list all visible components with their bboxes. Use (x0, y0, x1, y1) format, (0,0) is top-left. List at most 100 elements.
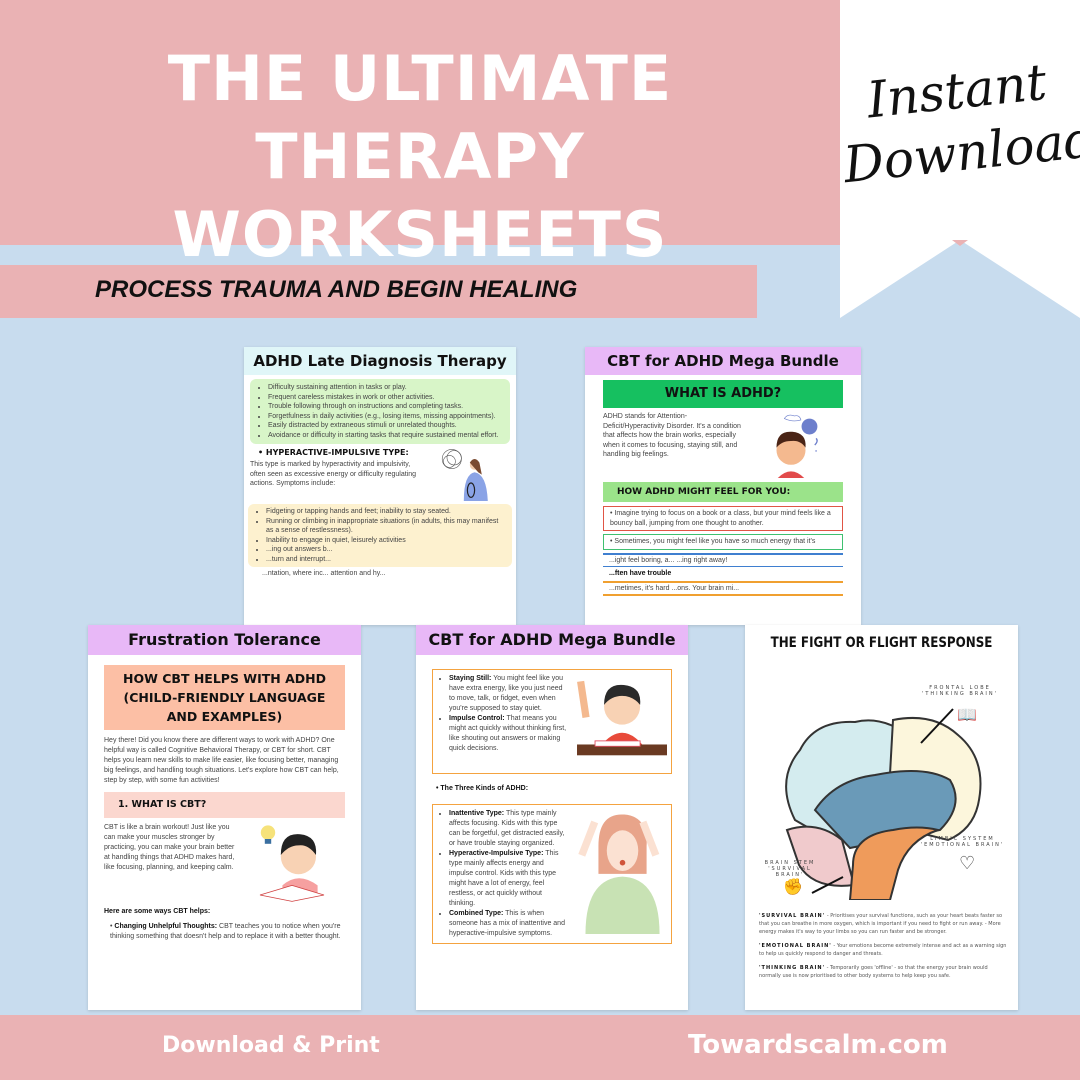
truncated-text: ...ntation, where inc... attention and h… (262, 570, 386, 577)
brain-stem-label: BRAIN STEM'SURVIVAL BRAIN' (755, 860, 825, 878)
label: BRAIN STEM (764, 860, 816, 866)
card-title: THE FIGHT OR FLIGHT RESPONSE (770, 635, 993, 651)
boy-raising-hand-illustration (576, 680, 667, 756)
item-label: Staying Still: (449, 675, 492, 682)
hyperactive-list: Fidgeting or tapping hands and feet; ina… (248, 504, 512, 567)
para: ADHD stands for Attention-Deficit/Hypera… (603, 413, 741, 458)
note-text: - Temporarily goes 'offline' - so that t… (759, 965, 988, 979)
item-label: Hyperactive-Impulsive Type: (449, 849, 544, 857)
feeling-item: • Sometimes, you might feel like you hav… (603, 534, 843, 550)
item-text: Imagine trying to focus on a book or a c… (610, 510, 831, 527)
symptom-item: Easily distracted by extraneous stimuli … (268, 421, 504, 431)
symptom-item: Fidgeting or tapping hands and feet; ina… (266, 507, 506, 517)
footer-bar (0, 1015, 1080, 1080)
child-lightbulb-illustration (259, 825, 325, 902)
types-text: Inattentive Type: This type mainly affec… (437, 809, 569, 939)
download-print-label: Download & Print (162, 1033, 380, 1058)
stressed-girl-illustration (578, 813, 660, 934)
frontal-lobe-label: FRONTAL LOBE'THINKING BRAIN' (910, 685, 1010, 697)
type-item: Impulse Control: That means you might ac… (449, 714, 568, 754)
intro-text: • HYPERACTIVE-IMPULSIVE TYPE: This type … (250, 447, 420, 489)
symptom-item: Inability to engage in quiet, leisurely … (266, 536, 506, 546)
what-is-adhd-row: ADHD stands for Attention-Deficit/Hypera… (603, 412, 843, 478)
title-banner (0, 0, 840, 245)
worksheet-frustration-tolerance: Frustration Tolerance HOW CBT HELPS WITH… (88, 625, 361, 1010)
brain-stem (848, 826, 942, 900)
card-title: Frustration Tolerance (88, 625, 361, 655)
brain-note: 'SURVIVAL BRAIN' - Prioritises your surv… (759, 912, 1009, 936)
symptom-item: Running or climbing in inappropriate sit… (266, 517, 506, 536)
heart-icon: ♡ (959, 853, 976, 874)
feeling-item: ...ight feel boring, a... ...ing right a… (603, 552, 843, 567)
section-what-is-cbt: 1. WHAT IS CBT? (104, 792, 345, 818)
brain-diagram (785, 716, 982, 900)
arrow-icon (920, 708, 954, 744)
website-link[interactable]: Towardscalm.com (688, 1030, 948, 1060)
type-item: Staying Still: You might feel like you h… (449, 674, 568, 714)
symptom-item: Forgetfulness in daily activities (e.g.,… (268, 412, 504, 422)
symptom-item: Avoidance or difficulty in starting task… (268, 431, 504, 441)
section-heading: HOW CBT HELPS WITH ADHD (CHILD-FRIENDLY … (104, 665, 345, 730)
bullet: • Changing Unhelpful Thoughts: CBT teach… (110, 922, 341, 940)
sublabel: 'EMOTIONAL BRAIN' (920, 842, 1005, 848)
card-title: ADHD Late Diagnosis Therapy (244, 347, 516, 375)
label: LIMBIC SYSTEM (930, 836, 995, 842)
bullet-label: Changing Unhelpful Thoughts: (114, 922, 218, 930)
ways-label: Here are some ways CBT helps: (104, 908, 211, 915)
subtitle-bar (0, 265, 757, 318)
symptom-item: ...turn and interrupt... (266, 555, 506, 565)
woman-tangled-thoughts-illustration (441, 449, 488, 501)
note-label: 'SURVIVAL BRAIN' (759, 913, 826, 919)
item-label: Combined Type: (449, 909, 504, 917)
fist-icon: ✊ (783, 877, 803, 896)
symptom-item: Difficulty sustaining attention in tasks… (268, 383, 504, 393)
intro: Hey there! Did you know there are differ… (104, 737, 339, 784)
worksheet-cbt-bundle-three-kinds: CBT for ADHD Mega Bundle Staying Still: … (416, 625, 688, 1010)
para: CBT is like a brain workout! Just like y… (104, 824, 235, 871)
item-text: This type mainly affects focusing. Kids … (449, 809, 565, 847)
sublabel: 'SURVIVAL BRAIN' (768, 866, 812, 878)
section-heading: • HYPERACTIVE-IMPULSIVE TYPE: (258, 448, 409, 457)
symptom-item: Frequent careless mistakes in work or ot… (268, 393, 504, 403)
title-line-1: THE ULTIMATE THERAPY (167, 42, 673, 193)
symptom-item: ...ing out answers b... (266, 545, 506, 555)
note-label: 'THINKING BRAIN' (759, 965, 826, 971)
section-what-is-adhd: WHAT IS ADHD? (603, 380, 843, 408)
para: This type is marked by hyperactivity and… (250, 461, 417, 487)
item-text: This is when someone has a mix of inatte… (449, 909, 565, 937)
note-text: - Prioritises your survival functions, s… (759, 913, 1003, 935)
arrow-icon (811, 876, 844, 894)
title-line-2: WORKSHEETS (172, 198, 668, 271)
type-item: Inattentive Type: This type mainly affec… (449, 809, 569, 849)
what-is-cbt-row: CBT is like a brain workout! Just like y… (104, 823, 345, 903)
subtitle: PROCESS TRAUMA AND BEGIN HEALING (95, 276, 578, 303)
inattentive-list: Difficulty sustaining attention in tasks… (250, 379, 510, 444)
item-label: Impulse Control: (449, 715, 505, 722)
note-label: 'EMOTIONAL BRAIN' (759, 943, 832, 949)
section-how-adhd-feels: HOW ADHD MIGHT FEEL FOR YOU: (603, 482, 843, 502)
feeling-item: • Imagine trying to focus on a book or a… (603, 506, 843, 531)
note-text: - Your emotions become extremely intense… (759, 943, 1007, 957)
type-item: Combined Type: This is when someone has … (449, 909, 569, 939)
sublabel: 'THINKING BRAIN' (921, 691, 999, 697)
challenges-text: Staying Still: You might feel like you h… (437, 674, 568, 754)
item-text: This type mainly affects energy and impu… (449, 849, 559, 907)
brain-notes: 'SURVIVAL BRAIN' - Prioritises your surv… (759, 912, 1009, 986)
worksheet-fight-or-flight: THE FIGHT OR FLIGHT RESPONSE FRONTAL LOB… (745, 625, 1018, 1010)
brain-note: 'THINKING BRAIN' - Temporarily goes 'off… (759, 964, 1009, 980)
bullet-text: CBT teaches you to notice when you're th… (110, 922, 341, 940)
heading-text: HYPERACTIVE-IMPULSIVE TYPE: (265, 448, 409, 457)
instant-download-ribbon (840, 0, 1080, 318)
kinds-text: The Three Kinds of ADHD: (440, 785, 529, 792)
limbic-system-label: LIMBIC SYSTEM'EMOTIONAL BRAIN' (910, 836, 1015, 848)
hyperactive-intro: • HYPERACTIVE-IMPULSIVE TYPE: This type … (250, 447, 510, 501)
worksheet-late-diagnosis: ADHD Late Diagnosis Therapy Difficulty s… (244, 347, 516, 625)
item-text: That means you might act quickly without… (449, 715, 567, 752)
card-title: CBT for ADHD Mega Bundle (416, 625, 688, 655)
confused-boy-illustration (776, 414, 818, 478)
types-box: Inattentive Type: This type mainly affec… (432, 803, 672, 944)
worksheet-cbt-bundle-what-is-adhd: CBT for ADHD Mega Bundle WHAT IS ADHD? A… (585, 347, 861, 625)
card-title: CBT for ADHD Mega Bundle (585, 347, 861, 375)
